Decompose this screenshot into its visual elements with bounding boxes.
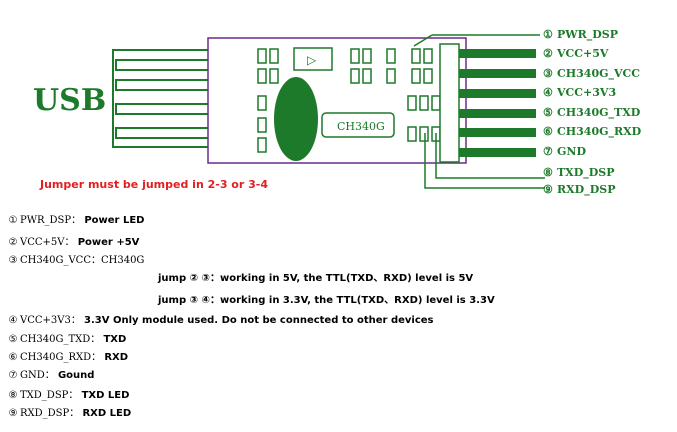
desc-text: RXD (104, 352, 129, 363)
desc-number: ① (8, 215, 18, 226)
desc-pin: PWR_DSP： (20, 215, 82, 226)
desc-number: ⑥ (8, 352, 18, 363)
desc-pin: VCC+3V3： (20, 315, 81, 326)
pin-label-2-name: VCC+5V (556, 47, 609, 60)
desc-text: Gound (57, 370, 95, 381)
pin-label-7-name: GND (557, 145, 586, 158)
desc-pin: TXD_DSP： (20, 390, 79, 401)
pin-label-6-name: CH340G_RXD (557, 125, 642, 139)
desc-pin: CH340G_RXD： (20, 352, 102, 363)
jump-note-5v: jump ② ③：working in 5V, the TTL(TXD、RXD)… (158, 273, 474, 284)
pin-label-9-name: RXD_DSP (557, 183, 615, 197)
pin-label-3: ③ (543, 67, 553, 80)
pin-label-8: ⑧ (543, 166, 553, 179)
pin-label-1: ① (543, 28, 553, 41)
jumper-note: Jumper must be jumped in 2-3 or 3-4 (40, 178, 268, 191)
desc-number: ⑦ (8, 370, 18, 381)
pin-header (439, 43, 460, 163)
desc-number: ⑨ (8, 408, 18, 419)
pin-label-8-name: TXD_DSP (557, 166, 615, 180)
pin-labels: ① PWR_DSP ② VCC+5V ③ CH340G_VCC ④ VCC+3V… (543, 28, 642, 197)
jump-note-3v3: jump ③ ④：working in 3.3V, the TTL(TXD、RX… (158, 295, 495, 306)
desc-text: TXD LED (81, 390, 130, 401)
pin-wires (413, 34, 545, 189)
play-icon: ▷ (307, 53, 317, 67)
desc-text: Power LED (84, 215, 145, 226)
desc-pin: CH340G_VCC：CH340G (20, 255, 145, 266)
pin-label-4-name: VCC+3V3 (556, 86, 616, 99)
pin-label-6: ⑥ (543, 125, 553, 138)
button-component (293, 47, 333, 71)
pin-label-3-name: CH340G_VCC (557, 67, 640, 81)
desc-number: ⑤ (8, 334, 18, 345)
desc-text: TXD (103, 334, 127, 345)
usb-plug (112, 49, 211, 148)
desc-pin: GND： (20, 370, 55, 381)
ch340g-chip (321, 112, 395, 138)
desc-number: ⑧ (8, 390, 18, 401)
pin-bars (459, 49, 536, 157)
desc-pin: VCC+5V： (20, 237, 75, 248)
pin-label-5: ⑤ (543, 106, 553, 119)
usb-label: USB (33, 83, 106, 118)
pin-label-5-name: CH340G_TXD (557, 106, 641, 120)
pin-label-7: ⑦ (543, 145, 553, 158)
desc-text: 3.3V Only module used. Do not be connect… (84, 315, 434, 326)
desc-pin: RXD_DSP： (20, 408, 80, 419)
pin-label-4: ④ (543, 86, 553, 99)
desc-number: ② (8, 237, 18, 248)
desc-number: ③ (8, 255, 18, 266)
chip-label: CH340G (337, 120, 385, 133)
pin-label-1-name: PWR_DSP (557, 28, 618, 42)
desc-pin: CH340G_TXD： (20, 334, 101, 345)
desc-text: RXD LED (82, 408, 132, 419)
pin-label-2: ② (543, 47, 553, 60)
desc-number: ④ (8, 315, 18, 326)
crystal-oscillator (274, 77, 318, 161)
pin-label-9: ⑨ (543, 183, 553, 196)
desc-text: Power +5V (77, 237, 140, 248)
module-diagram: USB ▷ CH340G (33, 28, 642, 197)
